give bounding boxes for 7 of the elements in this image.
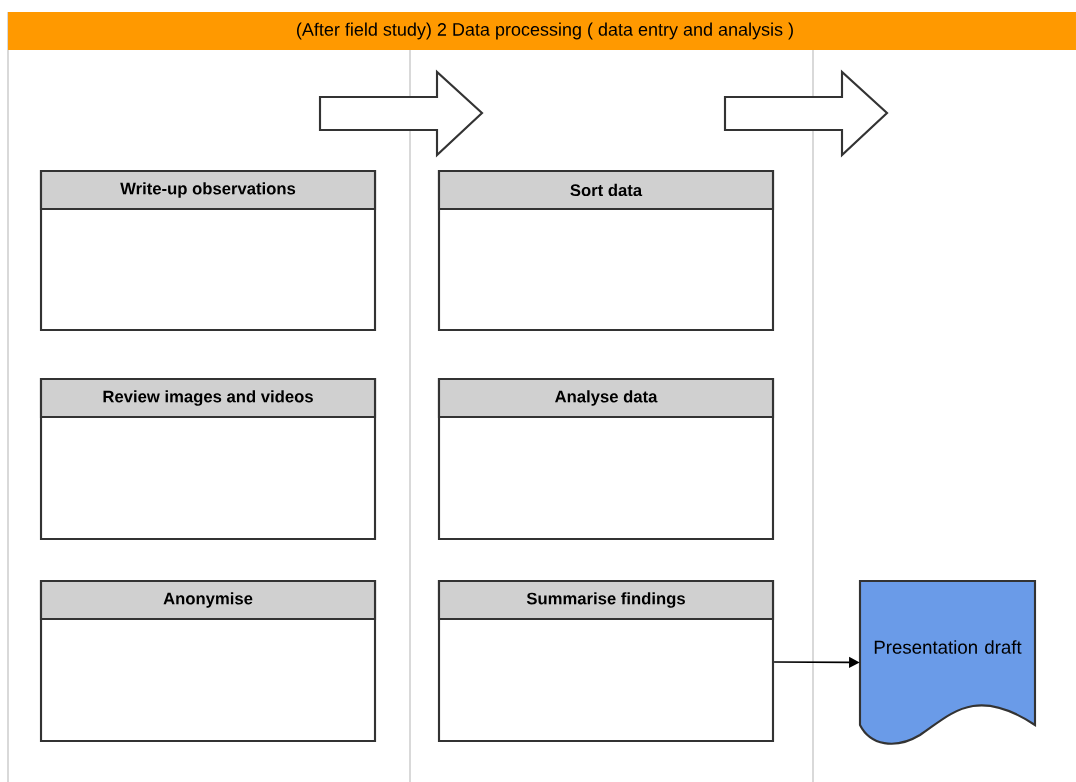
- process-box: Anonymise: [39, 579, 377, 743]
- process-box: Summarise findings: [437, 579, 775, 743]
- process-box: Sort data: [437, 169, 775, 332]
- title-band: (After field study) 2 Data processing ( data entry and analysis ): [8, 12, 1076, 50]
- process-box: Analyse data: [437, 377, 775, 541]
- process-box: Review images and videos: [39, 377, 377, 541]
- process-box: Write-up observations: [39, 169, 377, 332]
